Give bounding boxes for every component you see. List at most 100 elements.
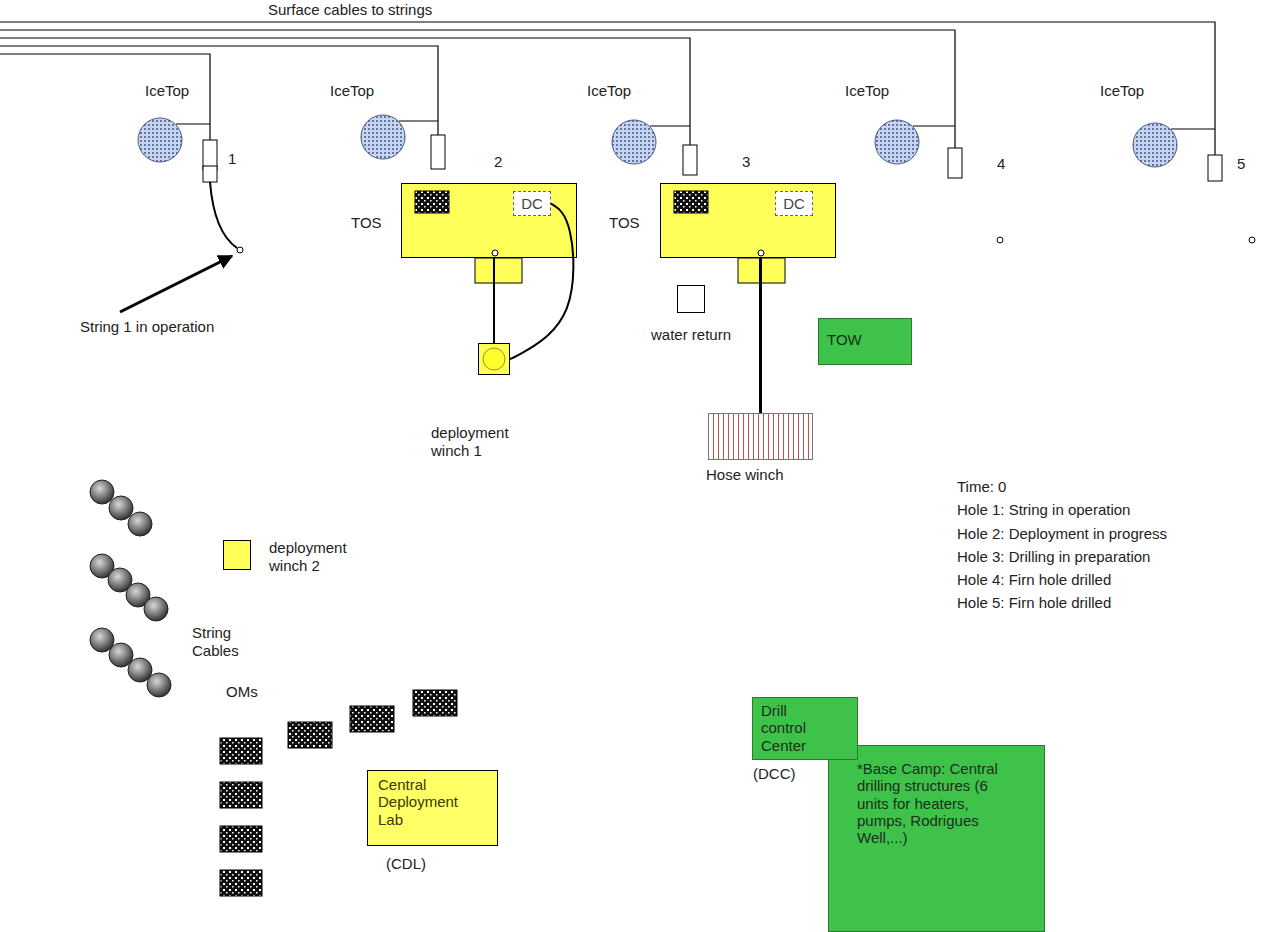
node-title: deployment winch 1 <box>431 424 531 460</box>
cable-drum <box>108 568 132 592</box>
hoist-line <box>759 258 762 413</box>
status-note: Time: 0 <box>957 478 1006 496</box>
hose-winch: Hose winch <box>708 413 813 460</box>
hole-number: 3 <box>742 153 750 171</box>
tos-tab <box>738 258 785 283</box>
part-label: OMs <box>226 683 258 701</box>
hole <box>758 250 764 256</box>
icetop-tank <box>138 118 182 162</box>
node-title: TOW <box>819 319 911 360</box>
status-note: Hole 4: Firn hole drilled <box>957 571 1111 589</box>
icetop-cable <box>1171 128 1215 129</box>
hole <box>492 250 498 256</box>
icetop-tank <box>875 120 919 164</box>
icetop-tank <box>1133 123 1177 167</box>
central-lab: Central Deployment Lab(CDL) <box>367 770 498 846</box>
cable-drum <box>90 480 114 504</box>
om-crate <box>288 722 332 748</box>
node-title: Drill control Center <box>753 698 857 758</box>
node-title: TOS <box>351 214 382 232</box>
node-title: *Base Camp: Central drilling structures … <box>829 746 1044 852</box>
tos-hut: DCTOS <box>401 183 577 258</box>
hole-number: 2 <box>494 153 502 171</box>
base-camp: *Base Camp: Central drilling structures … <box>828 745 1045 932</box>
status-note: Hole 2: Deployment in progress <box>957 525 1167 543</box>
cable-drum <box>90 628 114 652</box>
node-title: Central Deployment Lab <box>368 771 497 833</box>
tos-tab <box>475 258 522 283</box>
om-crate <box>220 782 262 808</box>
control-center: Drill control Center(DCC) <box>752 697 858 760</box>
icetop-label: IceTop <box>145 82 189 100</box>
surface-cable <box>0 38 690 145</box>
icetop-tank <box>361 115 405 159</box>
cable-caption: Surface cables to strings <box>268 1 432 19</box>
cable-drum <box>126 583 150 607</box>
node-icon <box>661 184 837 259</box>
node-title: DC <box>514 192 550 215</box>
node-icon <box>479 344 511 376</box>
hole-number: 4 <box>997 155 1005 173</box>
hole-number: 1 <box>228 150 236 168</box>
cable-drum <box>144 597 168 621</box>
deployment-winch: deployment winch 1 <box>478 343 510 375</box>
cable-drum <box>90 554 114 578</box>
node-abbreviation: (DCC) <box>753 765 796 783</box>
cable-drum <box>109 643 133 667</box>
tos-hut: DCTOS <box>660 183 836 258</box>
surface-cable <box>0 22 1215 155</box>
status-note: Hole 1: String in operation <box>957 501 1130 519</box>
node-title: TOS <box>609 214 640 232</box>
icetop-cable <box>399 120 438 121</box>
om-crate <box>415 191 449 213</box>
hole <box>1249 237 1255 243</box>
dc-box: DC <box>775 191 813 216</box>
part-label: String Cables <box>192 624 252 660</box>
cable-drum <box>147 673 171 697</box>
cable-drum <box>109 496 133 520</box>
callout-text: String 1 in operation <box>80 318 214 336</box>
om-crate <box>413 690 457 716</box>
node-icon <box>402 184 578 259</box>
winch-drum <box>483 348 505 370</box>
dc-box: DC <box>513 191 551 216</box>
surface-cable <box>0 46 438 135</box>
hole <box>237 247 243 253</box>
icetop-cable <box>650 125 690 126</box>
surface-cable <box>0 30 955 148</box>
icetop-label: IceTop <box>587 82 631 100</box>
status-note: Hole 3: Drilling in preparation <box>957 548 1150 566</box>
surface-cable <box>0 54 210 140</box>
om-crate <box>220 826 262 852</box>
cable-drum <box>128 512 152 536</box>
node-title: deployment winch 2 <box>269 539 357 575</box>
node-title: water return <box>651 326 731 344</box>
om-crate <box>220 870 262 896</box>
node-abbreviation: (CDL) <box>386 855 426 873</box>
string-top <box>683 145 697 175</box>
callout-arrow <box>120 256 232 312</box>
icetop-tank <box>612 120 656 164</box>
om-crate <box>350 706 394 732</box>
hole-number: 5 <box>1237 155 1245 173</box>
icetop-label: IceTop <box>845 82 889 100</box>
icetop-label: IceTop <box>1100 82 1144 100</box>
string-cable <box>210 182 237 248</box>
string-top <box>948 148 962 178</box>
hoist-line <box>493 258 495 343</box>
status-note: Hole 5: Firn hole drilled <box>957 594 1111 612</box>
node-title: Hose winch <box>706 466 784 484</box>
om-crate <box>674 191 708 213</box>
string-top <box>203 166 217 182</box>
node-title: DC <box>776 192 812 215</box>
icetop-label: IceTop <box>330 82 374 100</box>
string-top <box>1208 155 1222 181</box>
icetop-cable <box>913 125 955 126</box>
deployment-winch: deployment winch 2 <box>223 540 251 570</box>
string-top <box>203 140 217 170</box>
tow-unit: TOW <box>818 318 912 365</box>
hole <box>997 237 1003 243</box>
water-return: water return <box>677 285 705 313</box>
